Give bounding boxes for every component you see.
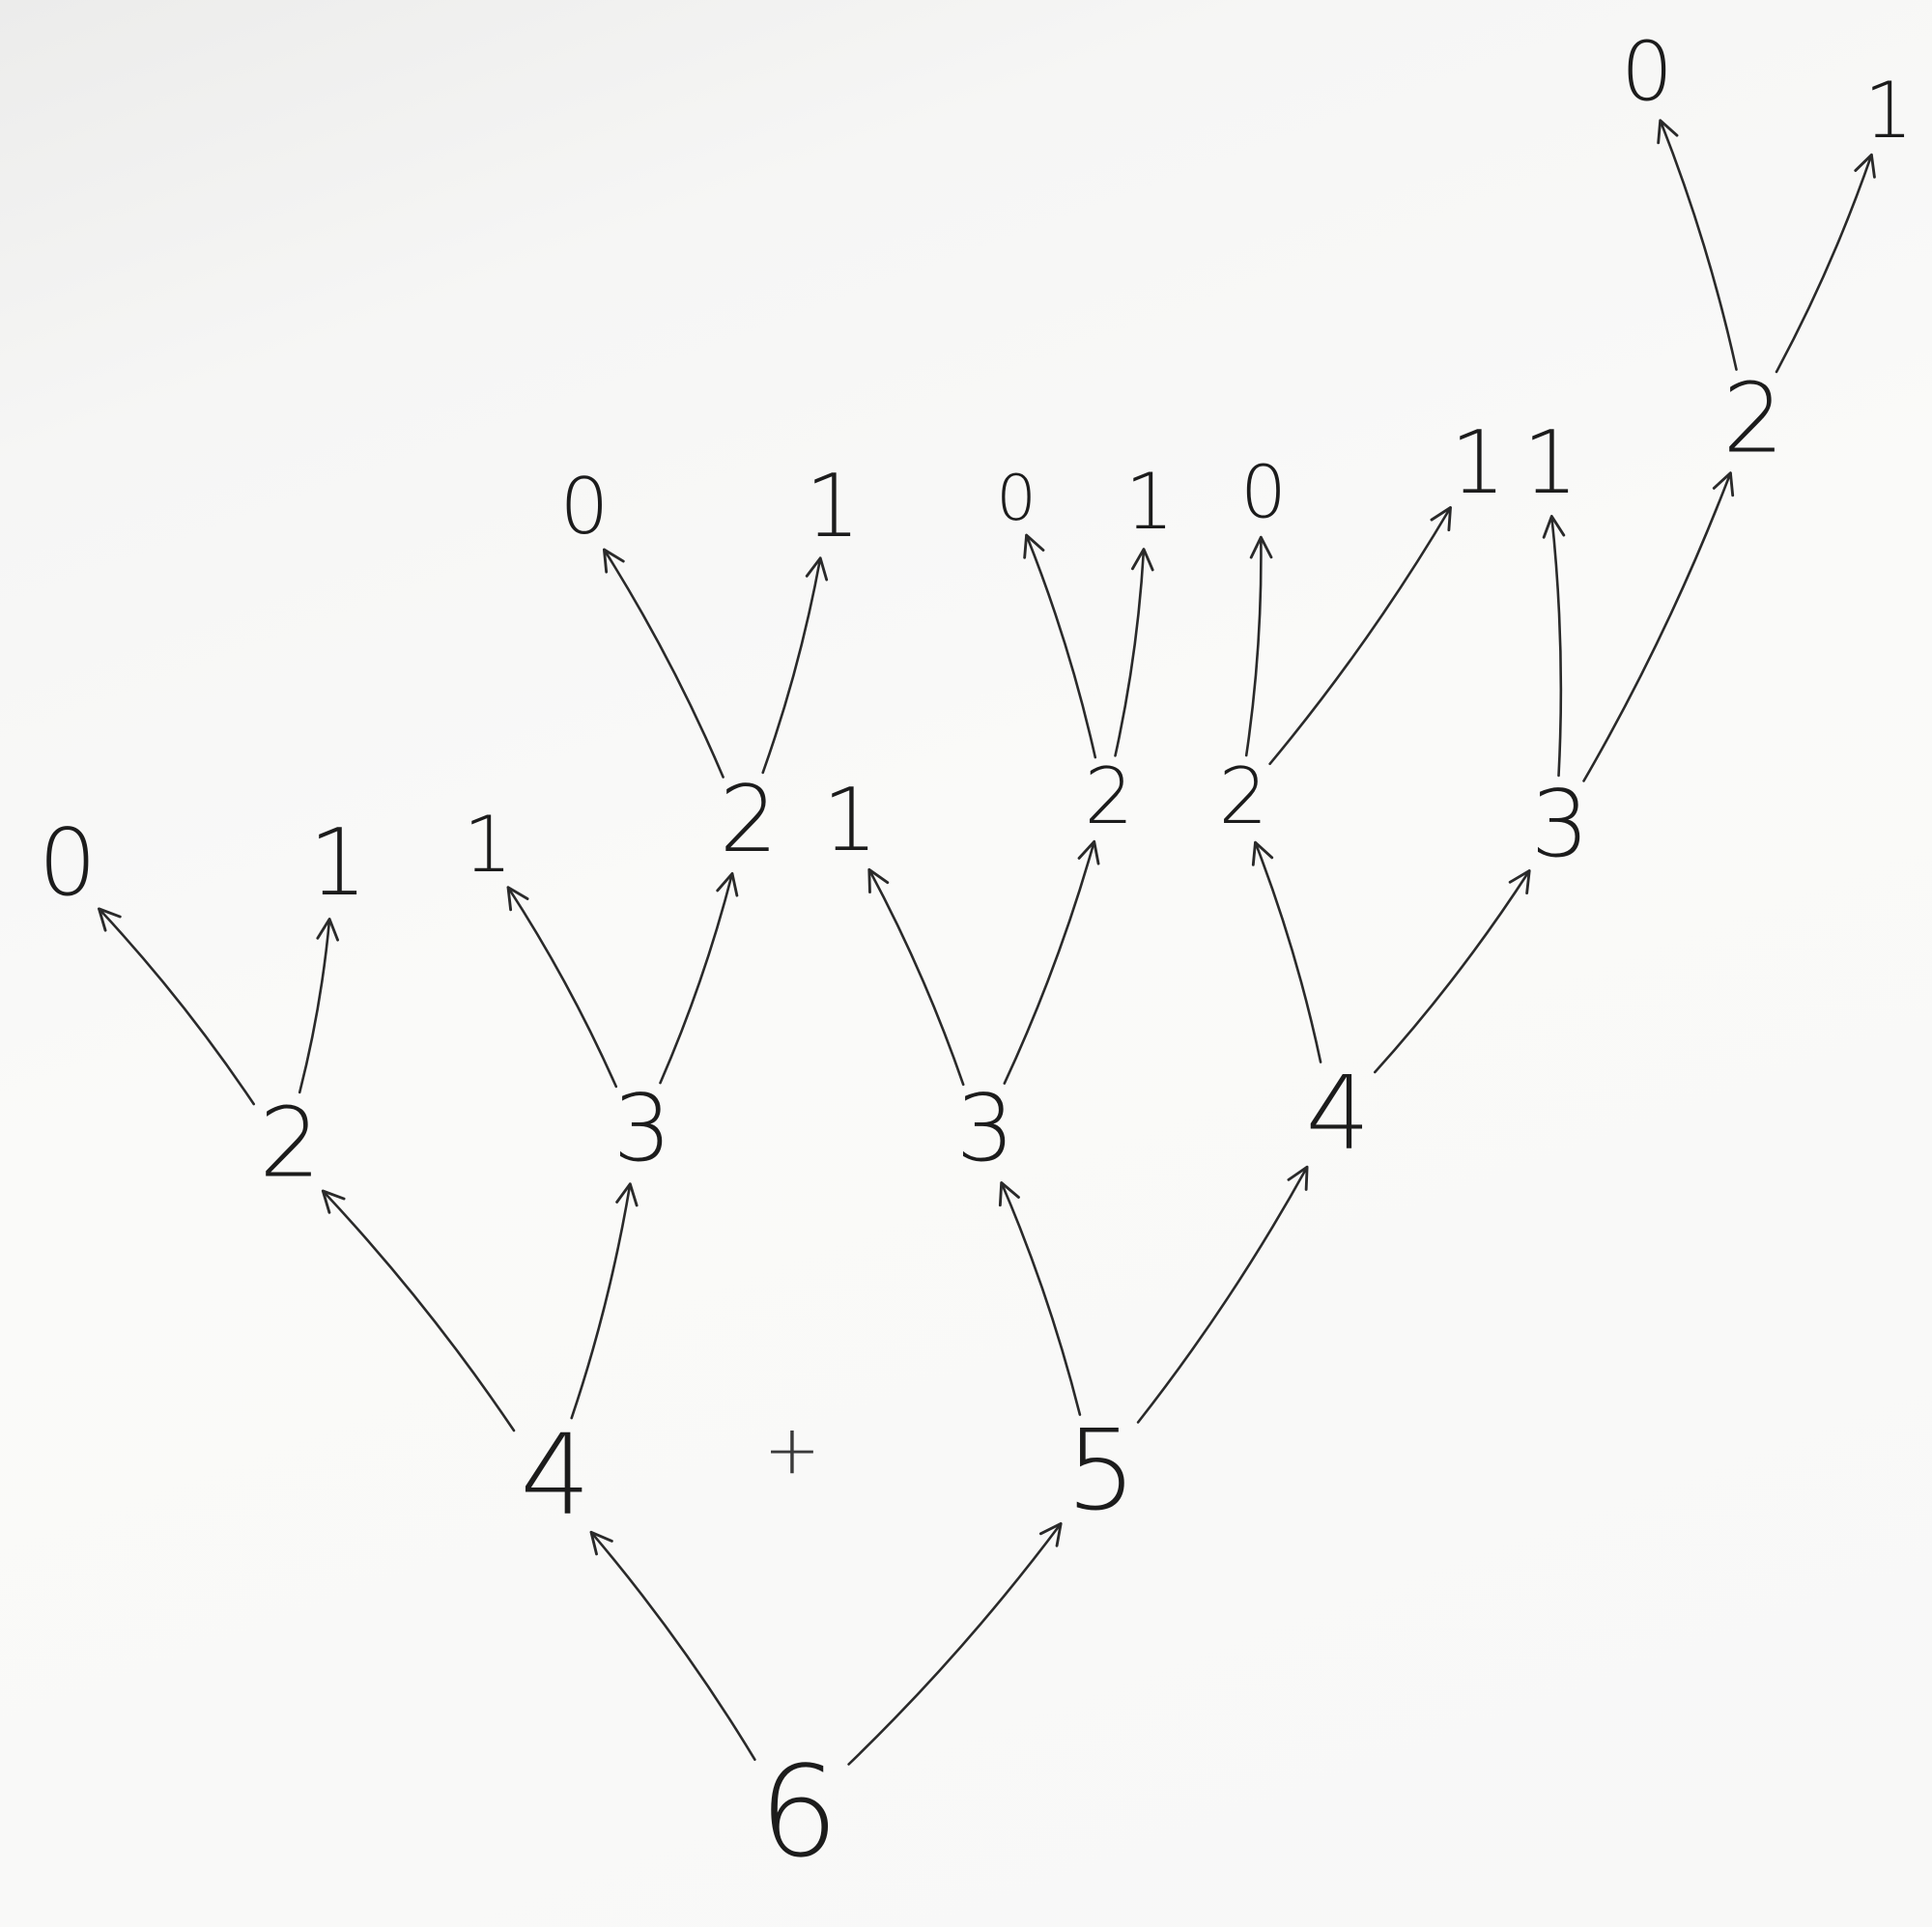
node-n2b: 2 [720,767,778,873]
node-n2c: 2 [1085,751,1134,841]
arrow-n3c-to-n1g [1542,515,1566,778]
arrow-n2a-to-n1a [298,918,339,1094]
arrow-n6-to-n5 [847,1521,1063,1766]
arrow-n2d-to-n0d [1244,535,1273,757]
arrow-n5-to-n4b [1136,1165,1309,1424]
arrow-n3b-to-n1c [867,867,965,1087]
node-n6: 6 [759,1739,839,1885]
arrow-n4-to-n2a [321,1189,516,1432]
node-n3b: 3 [956,1076,1014,1182]
node-n2e: 2 [1722,361,1784,474]
plus-operator: + [764,1410,821,1489]
arrow-n2b-to-n1d [761,556,829,775]
node-n1g: 1 [1522,412,1577,514]
arrow-n4-to-n3a [570,1182,639,1420]
arrow-n2d-to-n1f [1268,506,1452,766]
arrow-n2e-to-n0e [1657,119,1738,371]
arrow-n2c-to-n1e [1114,548,1154,757]
node-n1f: 1 [1450,412,1505,514]
edges-layer [98,119,1876,1766]
arrow-n4b-to-n2d [1251,840,1322,1063]
node-n4b: 4 [1306,1055,1371,1173]
node-n1a: 1 [309,810,367,917]
arrow-n6-to-n4 [589,1530,756,1761]
node-n3a: 3 [613,1076,671,1182]
node-n0a: 0 [39,810,97,917]
arrow-n3c-to-n2e [1582,471,1735,782]
node-n4: 4 [520,1411,590,1541]
node-n3c: 3 [1531,772,1589,878]
node-n5: 5 [1065,1406,1136,1536]
node-n1d: 1 [805,456,860,557]
arrow-n5-to-n3b [998,1181,1082,1416]
arrow-n2c-to-n0c [1023,533,1097,759]
node-n0c: 0 [996,463,1036,535]
arrow-n4b-to-n3c [1374,869,1531,1074]
node-n0d: 0 [1240,450,1287,535]
node-n0b: 0 [560,462,610,552]
node-n1e: 1 [1125,457,1175,547]
arrow-n3b-to-n2c [1003,839,1100,1085]
node-n1c: 1 [822,770,877,871]
arrow-n3a-to-n2b [659,871,739,1085]
arrow-n3a-to-n1b [506,886,618,1089]
node-n2a: 2 [259,1086,321,1199]
node-n0e: 0 [1621,25,1673,121]
arrow-n2e-to-n1h [1775,153,1876,374]
arrow-n2b-to-n0b [602,548,724,779]
node-n2d: 2 [1219,751,1268,841]
node-n1h: 1 [1864,66,1914,156]
node-n1b: 1 [464,800,513,890]
arrow-n2a-to-n0a [98,907,255,1106]
